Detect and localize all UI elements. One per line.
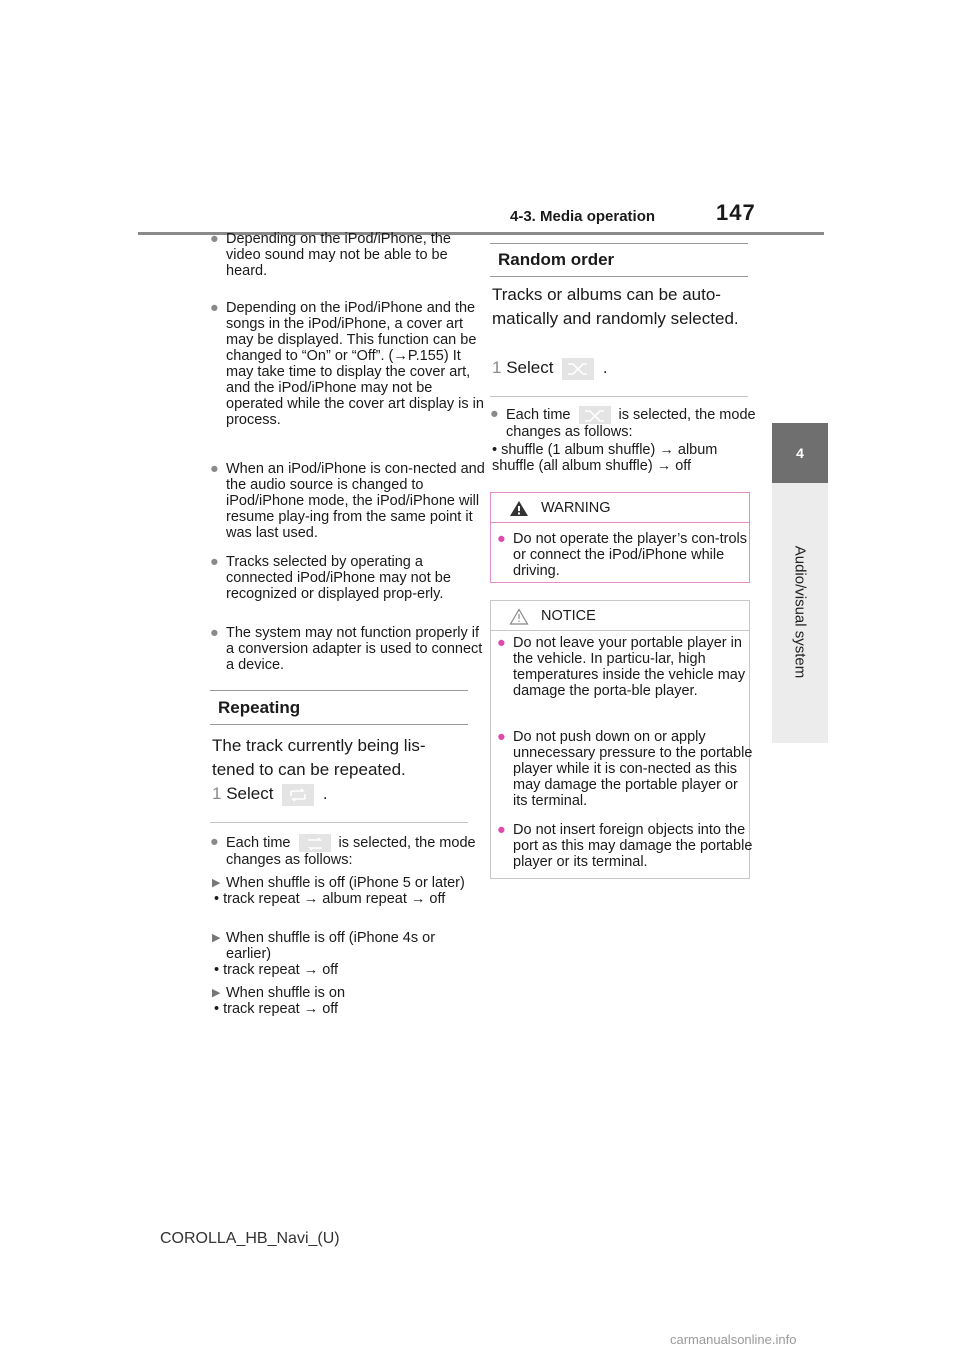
shuffle-icon [578, 406, 611, 424]
case-condition: When shuffle is on [226, 985, 346, 1001]
notice-label: NOTICE [541, 608, 596, 624]
list-item: ● Tracks selected by operating a connect… [210, 554, 486, 602]
step-end: . [602, 358, 608, 377]
case-sequence: • track repeat → album repeat → off [214, 891, 446, 907]
random-intro: Tracks or albums can be auto-matically a… [492, 285, 739, 328]
notice-text: Do not leave your portable player in the… [513, 635, 746, 699]
notice-header: NOTICE [491, 601, 749, 631]
repeating-heading: Repeating [218, 698, 301, 717]
notice-item: ● Do not insert foreign objects into the… [497, 822, 753, 870]
triangle-bullet-icon: ▶ [212, 932, 221, 944]
case-condition: When shuffle is off (iPhone 4s or earlie… [226, 930, 436, 962]
case-sequence: • track repeat → off [214, 1001, 339, 1017]
section-rule [490, 243, 748, 244]
warning-triangle-icon [509, 500, 529, 522]
notice-item: ● Do not push down on or apply unnecessa… [497, 729, 753, 809]
bullet-text: When an iPod/iPhone is con-nected and th… [226, 461, 485, 541]
repeat-icon[interactable] [282, 783, 315, 806]
notice-text: Do not push down on or apply unnecessary… [513, 729, 753, 809]
note-suffix: is selected, the mode changes as follows… [506, 406, 756, 440]
bullet-dot-icon: ● [497, 635, 506, 651]
section-rule [210, 724, 468, 725]
bullet-text: Depending on the iPod/iPhone and the son… [226, 300, 484, 428]
bullet-dot-icon: ● [497, 729, 506, 745]
case-item: ▶ When shuffle is on • track repeat → of… [212, 985, 484, 1017]
list-item: ● When an iPod/iPhone is con-nected and … [210, 461, 486, 541]
warning-box: WARNING ● Do not operate the player’s co… [490, 492, 750, 583]
section-rule [490, 276, 748, 277]
random-step: 1 Select . [492, 356, 608, 380]
page-number: 147 [716, 200, 756, 225]
chapter-tab-strip [772, 483, 828, 743]
bullet-dot-icon: ● [210, 300, 219, 316]
section-title: 4-3. Media operation [510, 208, 656, 225]
step-text: Select [506, 358, 554, 377]
warning-text: Do not operate the player’s con-trols or… [513, 531, 748, 579]
notice-box: NOTICE ● Do not leave your portable play… [490, 600, 753, 879]
note-suffix: is selected, the mode changes as follows… [226, 834, 476, 868]
bullet-dot-icon: ● [210, 231, 219, 247]
warning-label: WARNING [541, 500, 611, 516]
random-heading: Random order [498, 250, 615, 269]
case-item: ▶ When shuffle is off (iPhone 5 or later… [212, 875, 484, 907]
warning-header: WARNING [491, 493, 749, 523]
bullet-dot-icon: ● [497, 822, 506, 838]
step-number: 1 [492, 358, 502, 377]
warning-item: ● Do not operate the player’s con-trols … [497, 531, 753, 579]
list-item: ● Depending on the iPod/iPhone, the vide… [210, 231, 486, 279]
step-text: Select [226, 784, 274, 803]
header-rule [138, 232, 824, 235]
bullet-dot-icon: ● [210, 461, 219, 477]
notice-item: ● Do not leave your portable player in t… [497, 635, 753, 699]
list-item: ● The system may not function properly i… [210, 625, 486, 673]
chapter-tab-number: 4 [772, 423, 828, 483]
bullet-text: Depending on the iPod/iPhone, the video … [226, 231, 451, 279]
case-condition: When shuffle is off (iPhone 5 or later) [226, 875, 465, 891]
bullet-dot-icon: ● [497, 531, 506, 547]
shuffle-sequence: • shuffle (1 album shuffle) → album shuf… [492, 442, 718, 474]
step-end: . [322, 784, 328, 803]
list-item: ● Depending on the iPod/iPhone and the s… [210, 300, 486, 428]
bullet-dot-icon: ● [210, 554, 219, 570]
chapter-tab-label: Audio/visual system [791, 545, 809, 679]
case-sequence: • track repeat → off [214, 962, 339, 978]
triangle-bullet-icon: ▶ [212, 987, 221, 999]
repeating-intro: The track currently being lis-tened to c… [212, 736, 426, 779]
note-prefix: Each time [226, 834, 291, 851]
note-prefix: Each time [506, 406, 571, 423]
bullet-text: Tracks selected by operating a connected… [226, 554, 451, 602]
bullet-dot-icon: ● [210, 625, 219, 641]
repeat-icon [298, 834, 331, 852]
repeating-step: 1 Select . [212, 782, 328, 806]
divider [210, 822, 468, 823]
divider [490, 396, 748, 397]
step-number: 1 [212, 784, 222, 803]
bullet-dot-icon: ● [490, 406, 499, 422]
list-item: ● Each time is selected, the mode change… [490, 406, 766, 440]
bullet-dot-icon: ● [210, 834, 219, 850]
section-rule [210, 690, 468, 691]
notice-text: Do not insert foreign objects into the p… [513, 822, 753, 870]
case-item: ▶ When shuffle is off (iPhone 4s or earl… [212, 930, 484, 978]
document-footer: COROLLA_HB_Navi_(U) [160, 1230, 340, 1247]
watermark: carmanualsonline.info [670, 1332, 797, 1347]
triangle-bullet-icon: ▶ [212, 877, 221, 889]
list-item: ● Each time is selected, the mode change… [210, 834, 486, 868]
caution-triangle-icon [509, 608, 529, 630]
shuffle-icon[interactable] [562, 357, 595, 380]
bullet-text: The system may not function properly if … [226, 625, 483, 673]
